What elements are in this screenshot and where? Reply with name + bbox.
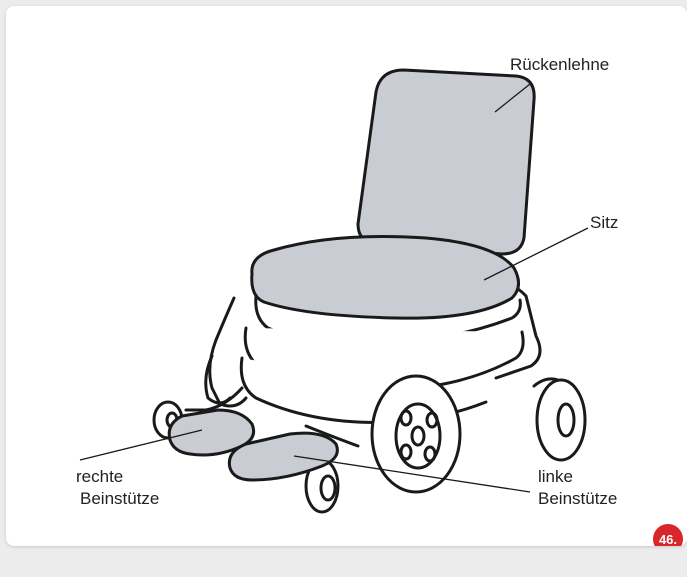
label-left-legrest-line1: linke — [538, 466, 573, 487]
rear-wheel-right — [537, 380, 585, 460]
wheelchair-diagram — [6, 6, 687, 546]
label-right-legrest-line2: Beinstütze — [80, 488, 159, 509]
label-left-legrest-line2: Beinstütze — [538, 488, 617, 509]
label-right-legrest-line1: rechte — [76, 466, 123, 487]
background-strip — [0, 548, 687, 577]
seat-panel — [252, 237, 519, 319]
page-number-badge: 46. — [653, 524, 683, 546]
label-backrest: Rückenlehne — [510, 54, 609, 75]
label-seat: Sitz — [590, 212, 618, 233]
diagram-card: Rückenlehne Sitz rechte Beinstütze linke… — [6, 6, 687, 546]
backrest-panel — [358, 70, 534, 254]
